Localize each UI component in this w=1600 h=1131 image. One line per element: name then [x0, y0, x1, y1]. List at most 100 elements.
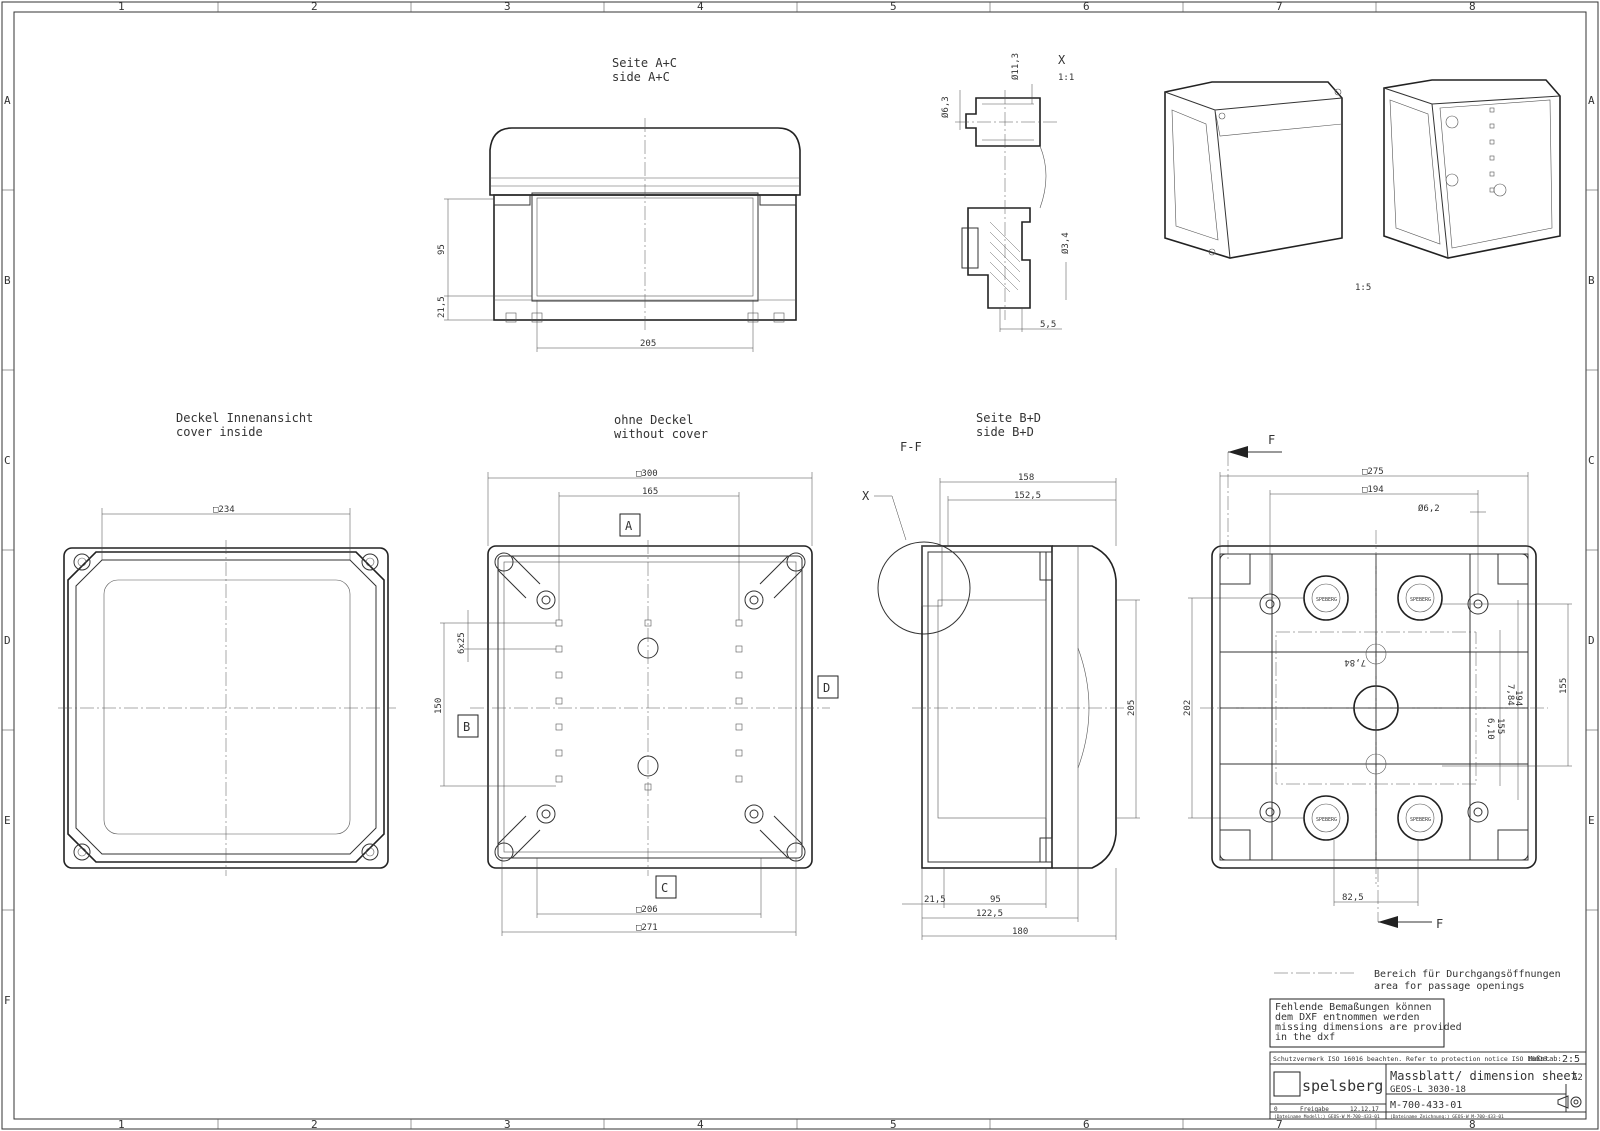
view-bottom: F F [1183, 433, 1572, 931]
nocover-title-en: without cover [614, 427, 708, 441]
side-bd-dim-height: 205 [1127, 700, 1137, 716]
row-label-f: F [4, 994, 11, 1007]
projection-symbol-icon [1557, 1095, 1582, 1109]
view-without-cover: ohne Deckel without cover [434, 413, 839, 936]
row-label-d-right: D [1588, 634, 1595, 647]
side-bd-dim-b4: 180 [1012, 927, 1028, 937]
detail-x-dim-d3: Ø3,4 [1060, 232, 1071, 254]
note-line1: Fehlende Bemaßungen können [1275, 1002, 1432, 1013]
bottom-dim-right: 155 [1559, 678, 1569, 694]
title-drawing-no: M-700-433-01 [1390, 1100, 1462, 1111]
side-bd-detail-ref: X [862, 489, 870, 503]
title-product: GEOS-L 3030-18 [1390, 1085, 1466, 1095]
col-label-4: 4 [697, 0, 704, 13]
col-label-5: 5 [890, 0, 897, 13]
bottom-dim-outer: □275 [1362, 467, 1384, 477]
row-label-e: E [4, 814, 11, 827]
bottom-section-mark-top: F [1268, 433, 1275, 447]
side-bd-title-en: side B+D [976, 425, 1034, 439]
legend: Bereich für Durchgangsöffnungen area for… [1274, 969, 1561, 992]
legend-line2: area for passage openings [1374, 981, 1525, 992]
row-label-d: D [4, 634, 11, 647]
cover-title-en: cover inside [176, 425, 263, 439]
note-line4: in the dxf [1275, 1032, 1335, 1043]
col-label-3-bottom: 3 [504, 1118, 511, 1131]
bottom-dim-784a: 7,84 [1505, 684, 1515, 706]
side-ac-title-en: side A+C [612, 70, 670, 84]
side-ac-dim-width: 205 [640, 339, 656, 349]
row-label-c-right: C [1588, 454, 1595, 467]
detail-x-label: X [1058, 53, 1066, 67]
row-label-b-right: B [1588, 274, 1595, 287]
bottom-dim-610: 6,10 [1485, 718, 1495, 740]
bottom-section-mark-bottom: F [1436, 917, 1443, 931]
nocover-label-c: C [661, 881, 668, 895]
view-isometric: 1:5 [1164, 79, 1561, 293]
col-label-8-bottom: 8 [1469, 1118, 1476, 1131]
title-rev-text: Freigabe [1300, 1106, 1329, 1113]
bottom-dim-194: 194 [1513, 690, 1523, 706]
bottom-dim-784b: 7,84 [1344, 657, 1366, 667]
side-bd-dim-b3: 122,5 [976, 909, 1003, 919]
title-scale-label: Maßstab: [1528, 1055, 1562, 1063]
nocover-title-de: ohne Deckel [614, 413, 693, 427]
row-label-a-right: A [1588, 94, 1595, 107]
bottom-dim-left: 202 [1183, 700, 1193, 716]
iso-scale: 1:5 [1355, 283, 1371, 293]
detail-x-dim-d1: Ø11,3 [1010, 53, 1021, 80]
bottom-emboss-2: SPEBERG [1410, 597, 1431, 603]
company-logo-mark [1273, 1071, 1301, 1097]
row-label-e-right: E [1588, 814, 1595, 827]
view-detail-x: X 1:1 Ø11,3 Ø6,3 Ø3,4 5,5 [940, 53, 1074, 332]
title-file2: (Dateiname Zeichnung:) GEOS-W_M-700-433-… [1390, 1114, 1504, 1120]
title-scale-value: 2:5 [1562, 1054, 1580, 1065]
bottom-emboss-3: SPEBERG [1316, 817, 1337, 823]
col-label-1: 1 [118, 0, 125, 13]
row-label-b: B [4, 274, 11, 287]
nocover-label-b: B [463, 720, 470, 734]
view-side-ac: Seite A+C side A+C 95 21,5 205 [437, 56, 801, 352]
nocover-dim-pitch: 6x25 [457, 632, 467, 654]
nocover-dim-inner: 165 [642, 487, 658, 497]
title-block: Schutzvermerk ISO 16016 beachten. Refer … [1269, 1051, 1587, 1120]
side-ac-dim-height: 95 [437, 244, 447, 255]
bottom-dim-hole: Ø6,2 [1418, 503, 1440, 514]
side-bd-dim-top2: 152,5 [1014, 491, 1041, 501]
bottom-emboss-1: SPEBERG [1316, 597, 1337, 603]
nocover-dim-bottom1: □206 [636, 905, 658, 915]
col-label-2-bottom: 2 [311, 1118, 318, 1131]
bottom-dim-bottom: 82,5 [1342, 893, 1364, 903]
note-box: Fehlende Bemaßungen können dem DXF entno… [1269, 998, 1462, 1048]
bottom-dim-inner: □194 [1362, 485, 1384, 495]
col-label-2: 2 [311, 0, 318, 13]
col-label-6-bottom: 6 [1083, 1118, 1090, 1131]
col-label-7: 7 [1276, 0, 1283, 13]
cover-title-de: Deckel Innenansicht [176, 411, 313, 425]
title-company: spelsberg [1302, 1077, 1383, 1095]
side-bd-dim-top1: 158 [1018, 473, 1034, 483]
side-ac-dim-lower: 21,5 [437, 296, 447, 318]
side-bd-title-de: Seite B+D [976, 411, 1041, 425]
cover-dim-width: □234 [213, 505, 235, 515]
note-line2: dem DXF entnommen werden [1275, 1012, 1420, 1023]
side-bd-dim-b2: 95 [990, 895, 1001, 905]
title-protection: Schutzvermerk ISO 16016 beachten. Refer … [1273, 1055, 1551, 1063]
detail-x-dim-d4: 5,5 [1040, 320, 1056, 330]
col-label-6: 6 [1083, 0, 1090, 13]
side-ac-title-de: Seite A+C [612, 56, 677, 70]
nocover-label-a: A [625, 519, 633, 533]
title-file1: (Dateiname Modell:) GEOS-W_M-700-433-01 [1274, 1114, 1380, 1120]
detail-x-scale: 1:1 [1058, 73, 1074, 83]
col-label-8: 8 [1469, 0, 1476, 13]
iso-box-closed [1164, 81, 1343, 259]
detail-x-dim-d2: Ø6,3 [940, 96, 951, 118]
iso-box-open [1383, 79, 1561, 259]
nocover-dim-outer: □300 [636, 469, 658, 479]
row-label-a: A [4, 94, 11, 107]
row-label-c: C [4, 454, 11, 467]
view-side-bd: Seite B+D side B+D F-F X 158 152,5 205 [862, 411, 1140, 940]
bottom-emboss-4: SPEBERG [1410, 817, 1431, 823]
legend-line1: Bereich für Durchgangsöffnungen [1374, 969, 1561, 980]
